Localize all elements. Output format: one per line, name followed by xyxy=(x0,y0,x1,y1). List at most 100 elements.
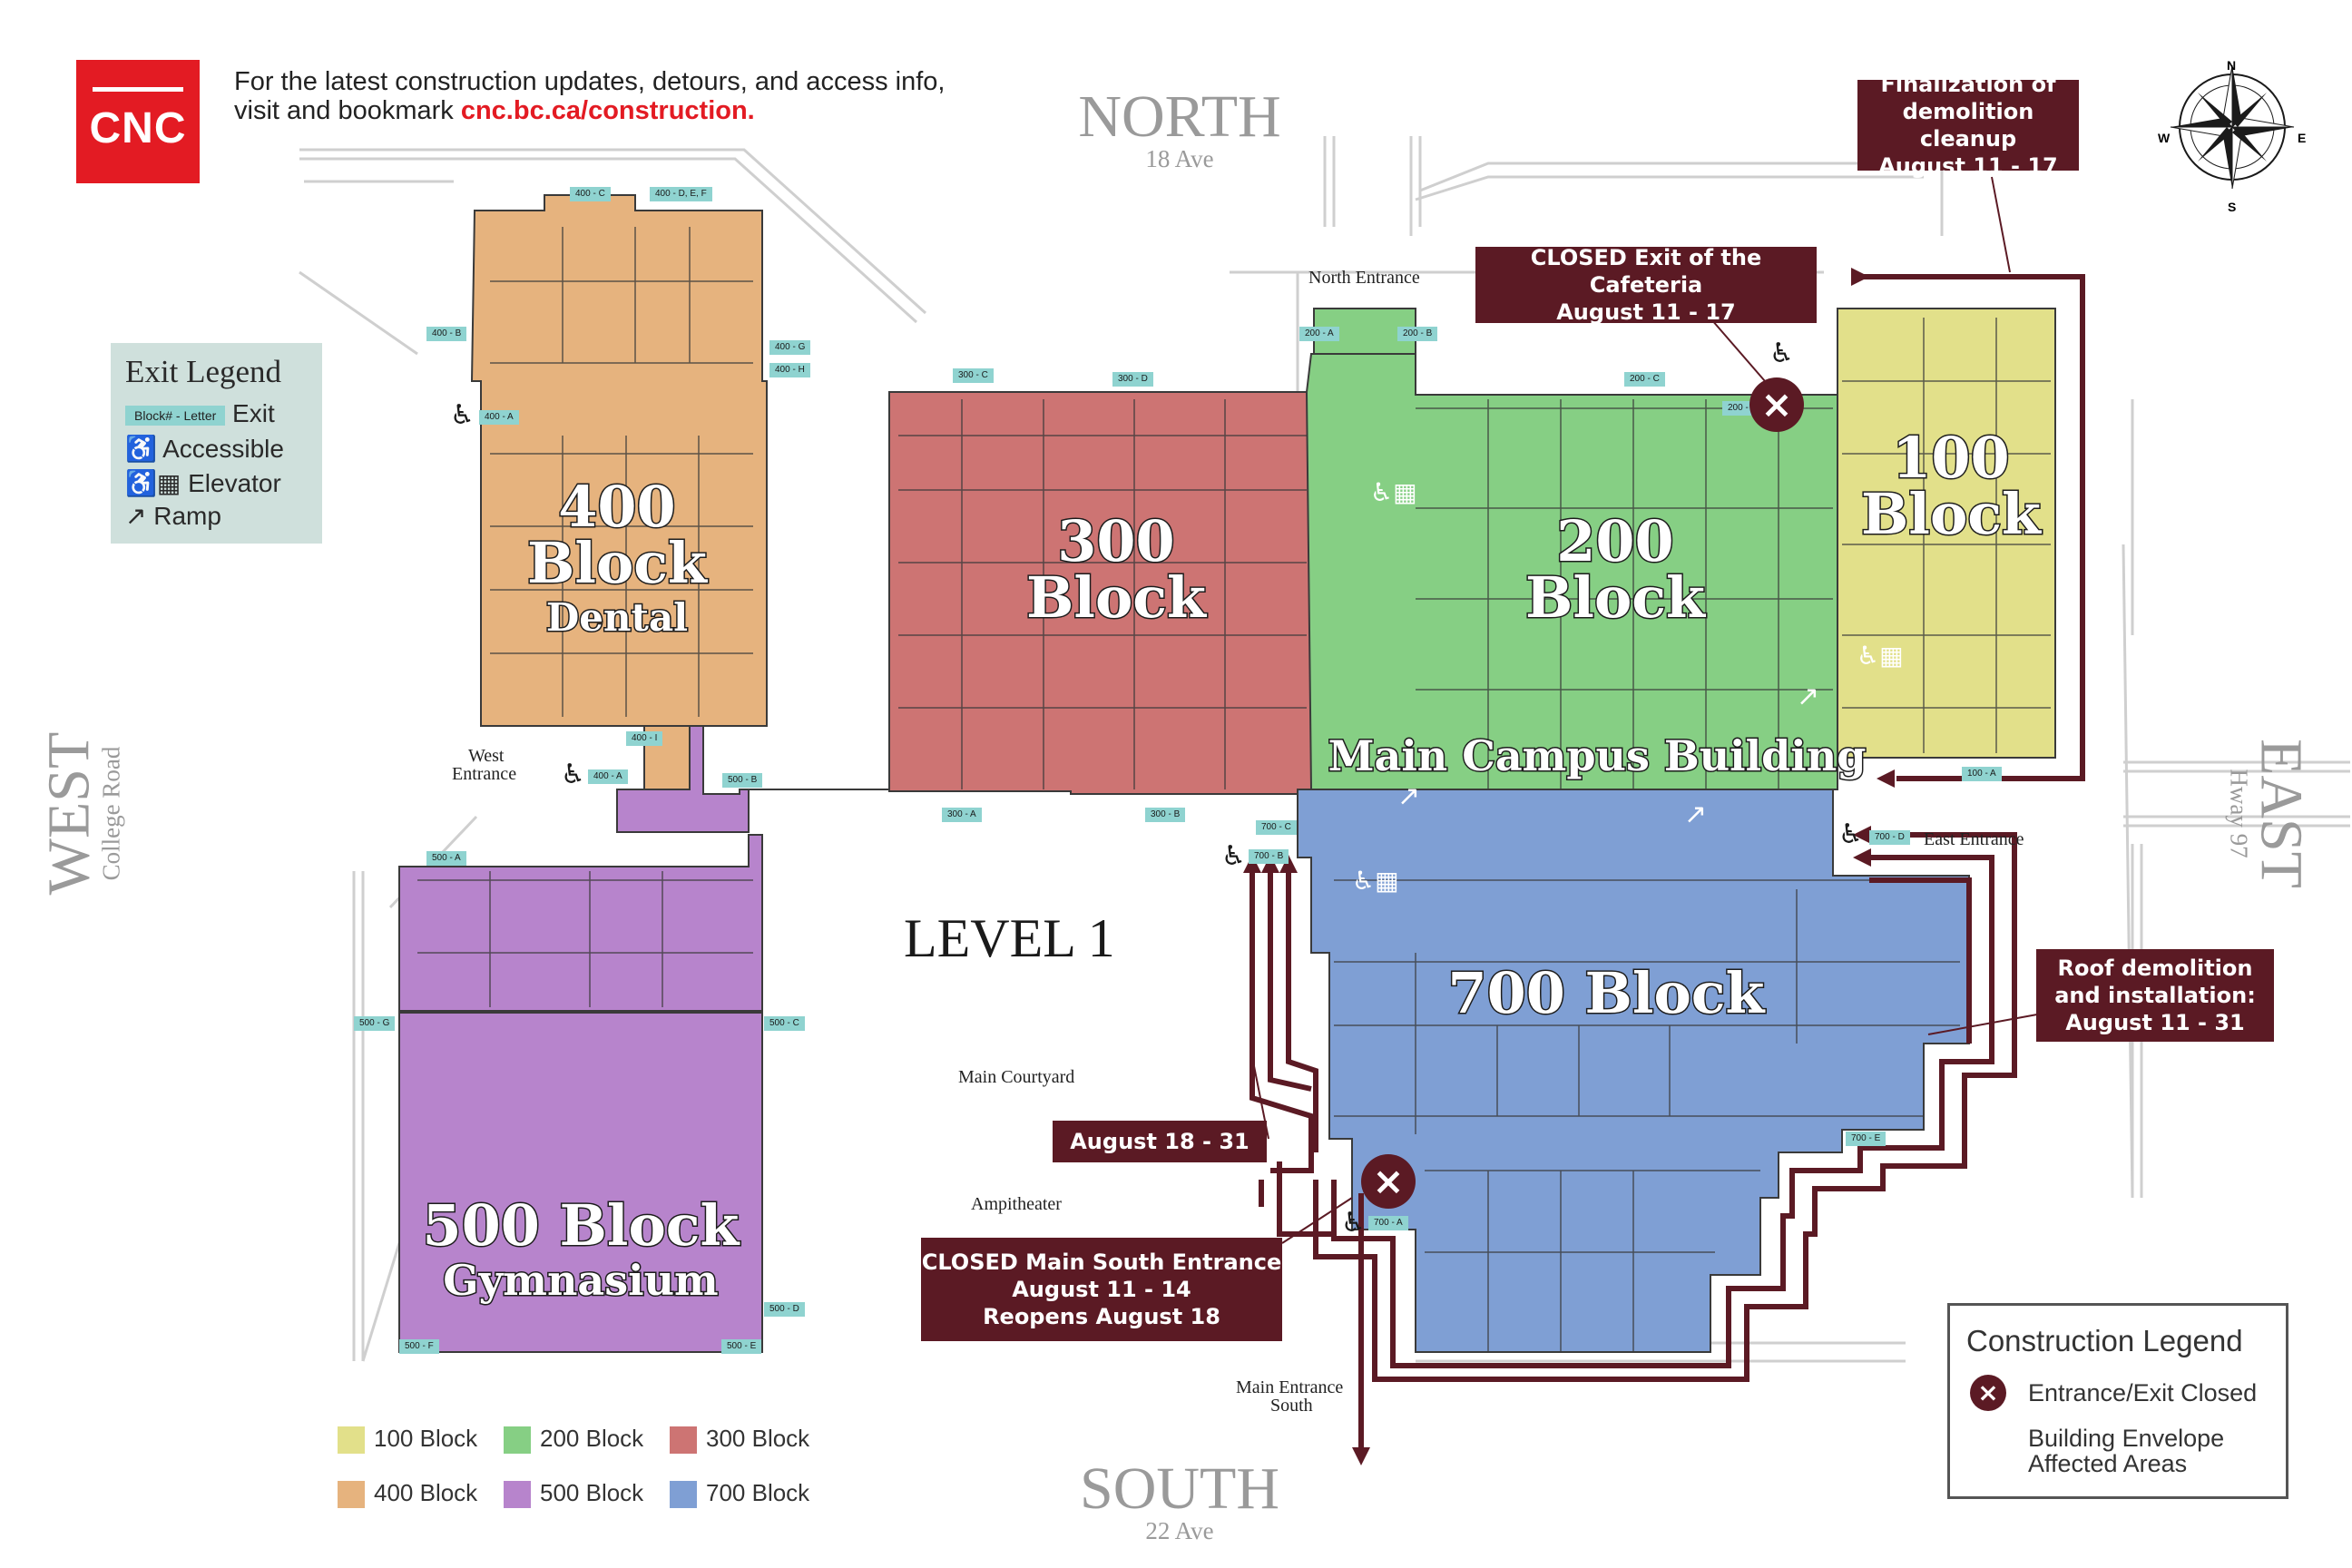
construction-legend: Construction Legend × Entrance/Exit Clos… xyxy=(1947,1303,2288,1499)
ramp-icon: ↗ xyxy=(1397,780,1421,812)
exit-tag-700-b: 700 - B xyxy=(1249,849,1289,864)
compass-e: E xyxy=(2298,131,2307,145)
closed-icon: × xyxy=(1970,1375,2006,1411)
exit-tag-500-a: 500 - A xyxy=(426,851,466,866)
construction-legend-title: Construction Legend xyxy=(1966,1324,2243,1357)
swatch-100-label: 100 Block xyxy=(374,1425,478,1452)
exit-tag-500-f: 500 - F xyxy=(399,1339,439,1354)
exit-tag-700-e: 700 - E xyxy=(1846,1132,1886,1146)
notice-line-1: For the latest construction updates, det… xyxy=(234,67,946,96)
exit-tag-300-b: 300 - B xyxy=(1145,808,1186,822)
exit-legend-ramp: ↗ Ramp xyxy=(125,502,221,530)
compass-w: W xyxy=(2158,131,2171,145)
swatch-100 xyxy=(338,1426,365,1454)
exit-tag-400-a: 400 - A xyxy=(479,410,519,425)
accessible-icon: ♿ xyxy=(450,399,475,431)
ramp-icon: ↗ xyxy=(125,502,147,530)
west-entrance-label-1: West xyxy=(468,746,505,766)
ampitheater-label: Ampitheater xyxy=(971,1194,1062,1214)
compass-rose-graphic xyxy=(2170,64,2295,190)
exit-tag-700-c: 700 - C xyxy=(1256,820,1297,835)
exit-tag-500-e: 500 - E xyxy=(721,1339,762,1354)
accessible-icon: ♿ xyxy=(1838,818,1863,850)
north-entrance-label: North Entrance xyxy=(1308,268,1420,288)
block-700-label: 700 Block xyxy=(1446,960,1766,1026)
elevator-icon: ♿▦ xyxy=(1857,641,1904,671)
main-entrance-south-label-1: Main Entrance xyxy=(1236,1377,1344,1397)
exit-tag-300-a: 300 - A xyxy=(942,808,982,822)
closed-exit-marker-cafeteria: × xyxy=(1749,377,1804,432)
exit-legend-exit: Block# - Letter Exit xyxy=(125,399,275,428)
exit-legend: Exit Legend Block# - Letter Exit ♿ Acces… xyxy=(111,343,322,544)
swatch-700 xyxy=(670,1481,697,1508)
ramp-icon: ↗ xyxy=(1797,681,1820,712)
block-100-area xyxy=(1837,308,2056,759)
swatch-300-label: 300 Block xyxy=(706,1425,810,1452)
cnc-logo: CNC xyxy=(76,60,200,183)
ramp-icon: ↗ xyxy=(1684,799,1708,830)
west-label: WEST College Road xyxy=(35,731,125,896)
main-campus-building-label: Main Campus Building xyxy=(1327,731,1867,780)
main-entrance-south-label-2: South xyxy=(1270,1396,1313,1416)
legend-closed-label: Entrance/Exit Closed xyxy=(2028,1379,2258,1406)
east-label: EAST Hway 97 xyxy=(2225,739,2315,888)
main-courtyard-label: Main Courtyard xyxy=(958,1067,1075,1087)
elevator-icon: ♿▦ xyxy=(1352,866,1399,896)
exit-tag-300-d: 300 - D xyxy=(1112,372,1153,387)
exit-tag-500-g: 500 - G xyxy=(354,1016,396,1031)
exit-tag-400-i: 400 - I xyxy=(626,731,663,746)
accessible-icon: ♿ xyxy=(125,435,157,463)
exit-tag-400-def: 400 - D, E, F xyxy=(650,187,712,201)
exit-tag-500-b: 500 - B xyxy=(722,773,763,788)
swatch-500-label: 500 Block xyxy=(540,1479,644,1506)
construction-notice: For the latest construction updates, det… xyxy=(234,67,945,125)
swatch-400 xyxy=(338,1481,365,1508)
exit-tag-200-c: 200 - C xyxy=(1624,372,1665,387)
accessible-icon: ♿ xyxy=(1341,1207,1366,1239)
level-label: LEVEL 1 xyxy=(904,908,1115,968)
exit-tag-400-g: 400 - G xyxy=(769,340,811,355)
compass-s: S xyxy=(2228,200,2237,214)
exit-tag-700-d: 700 - D xyxy=(1869,830,1910,845)
exit-legend-accessible: ♿ Accessible xyxy=(125,435,284,463)
exit-tag-100-a: 100 - A xyxy=(1962,767,2002,781)
closed-exit-marker-south: × xyxy=(1361,1154,1416,1209)
exit-legend-elevator: ♿▦ Elevator xyxy=(125,469,281,497)
elevator-icon: ♿▦ xyxy=(125,469,181,497)
exit-tag-200-a: 200 - A xyxy=(1299,327,1339,341)
exit-tag-400-b: 400 - B xyxy=(426,327,467,341)
exit-tag-500-c: 500 - C xyxy=(764,1016,805,1031)
legend-envelope-label: Building Envelope Affected Areas xyxy=(2028,1425,2225,1477)
block-400-area xyxy=(470,194,768,727)
west-entrance-label-2: Entrance xyxy=(452,764,517,784)
swatch-500 xyxy=(504,1481,531,1508)
exit-tag-chip: Block# - Letter xyxy=(125,405,226,426)
accessible-icon: ♿ xyxy=(561,759,585,790)
exit-legend-title: Exit Legend xyxy=(125,354,282,389)
exit-tag-700-a: 700 - A xyxy=(1368,1216,1408,1230)
callout-august-18-31: August 18 - 31 xyxy=(1053,1121,1267,1162)
exit-tag-500-d: 500 - D xyxy=(764,1302,805,1317)
south-label: SOUTH 22 Ave xyxy=(1079,1455,1279,1544)
exit-tag-400-c: 400 - C xyxy=(570,187,611,201)
exit-tag-400-h: 400 - H xyxy=(769,363,810,377)
accessible-icon: ♿ xyxy=(1769,338,1794,369)
swatch-300 xyxy=(670,1426,697,1454)
accessible-icon: ♿ xyxy=(1221,840,1246,872)
swatch-700-label: 700 Block xyxy=(706,1479,810,1506)
notice-line-2: visit and bookmark cnc.bc.ca/constructio… xyxy=(234,96,755,125)
north-label: NORTH 18 Ave xyxy=(1078,83,1281,172)
construction-link[interactable]: cnc.bc.ca/construction. xyxy=(460,96,755,125)
compass-n: N xyxy=(2227,58,2237,73)
swatch-400-label: 400 Block xyxy=(374,1479,478,1506)
